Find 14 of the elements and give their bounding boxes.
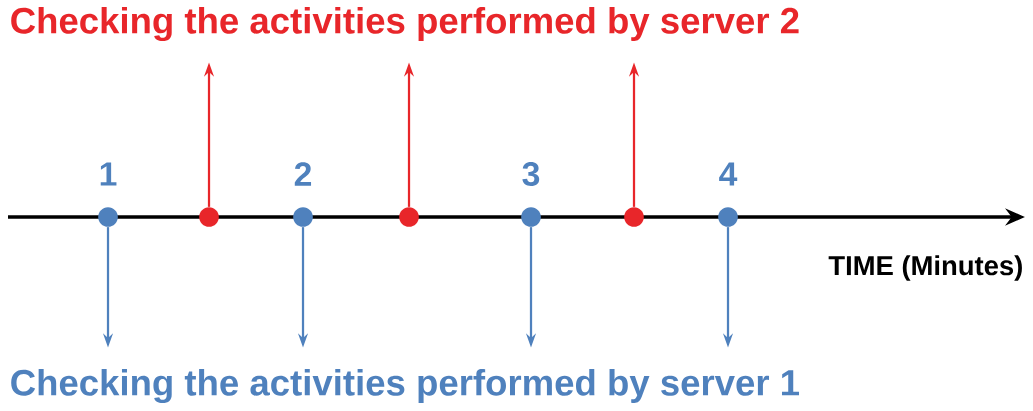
point-dot — [718, 207, 738, 227]
point-dot — [521, 207, 541, 227]
point-number: 2 — [294, 162, 312, 186]
axis-label: TIME (Minutes) — [828, 255, 1022, 281]
point-number: 4 — [719, 162, 738, 186]
point-dot — [399, 207, 419, 227]
point-dot — [199, 207, 219, 227]
point-dot — [98, 207, 118, 227]
point-number: 1 — [100, 162, 117, 186]
point-dot — [624, 207, 644, 227]
point-number: 3 — [522, 162, 540, 186]
heading: Checking the activities performed by server 2 — [11, 6, 799, 42]
point-dot — [293, 207, 313, 227]
heading: Checking the activities performed by server 1 — [11, 368, 799, 404]
